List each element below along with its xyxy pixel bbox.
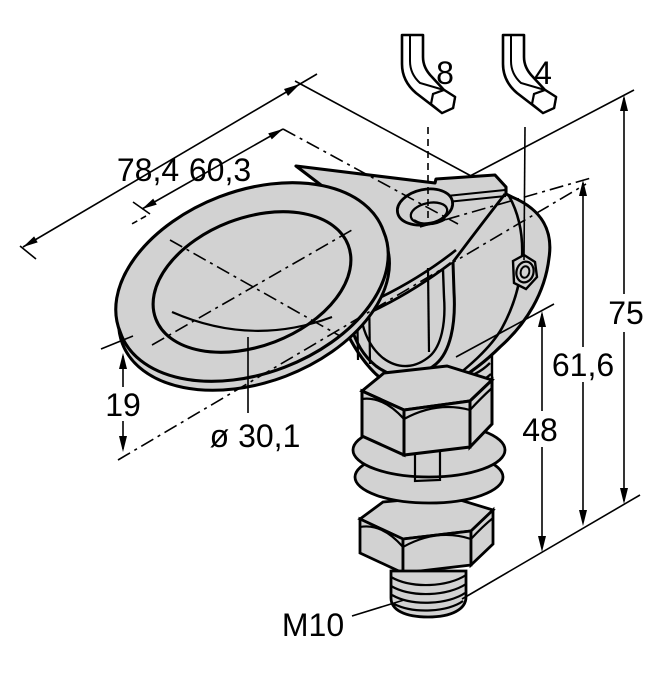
dimension-label-ring-offset: 60,3 [189, 152, 251, 188]
dimension-label-overall-height: 75 [608, 295, 644, 331]
hex-nut-upper [359, 364, 495, 458]
dimension-label-thread: M10 [282, 607, 344, 643]
dim-line-overall-width [22, 83, 301, 248]
pivot-axis-centerline [117, 183, 587, 461]
mounting-ring [114, 181, 391, 392]
allen-key-8-label: 8 [436, 55, 454, 91]
hex-nut-lower [357, 494, 496, 576]
screw-axis-centerline [282, 128, 459, 225]
center-lines [117, 126, 592, 461]
ext-line-bottom [461, 494, 641, 600]
ext-line-top [469, 89, 635, 177]
dimension-label-foot-height: 19 [105, 387, 141, 423]
socket-head-screw [395, 187, 455, 227]
threaded-stud [389, 569, 468, 619]
allen-key-4-leader [523, 126, 526, 261]
dimension-label-ring-diameter: ø 30,1 [210, 418, 301, 454]
dim-line-ring-offset [141, 128, 284, 210]
ring-centerline-major [151, 229, 353, 346]
leader-thread [351, 599, 405, 617]
bore-axis-centerline [419, 177, 592, 228]
dimension-arrowheads [23, 84, 628, 552]
dimension-label-axis-height: 61,6 [552, 347, 614, 383]
ext-line-shaft-top [455, 303, 555, 358]
ext-line-overall-width [294, 80, 474, 178]
dimension-label-overall-width: 78,4 [117, 152, 179, 188]
allen-key-4-label: 4 [534, 55, 552, 91]
dimension-lines [19, 73, 641, 617]
set-screw [511, 253, 539, 291]
dimension-label-shaft-length: 48 [522, 412, 558, 448]
ring-centerline-minor [169, 239, 341, 337]
